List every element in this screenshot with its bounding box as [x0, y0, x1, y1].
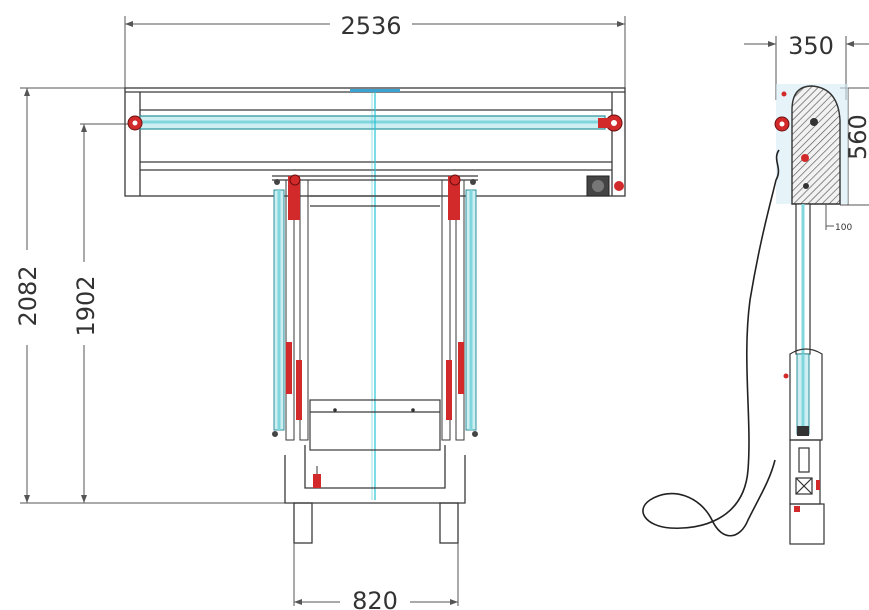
pulley-icon — [598, 114, 623, 132]
dimension-overall-width — [124, 16, 626, 92]
motor-icon — [586, 175, 624, 197]
hook-icon — [313, 466, 321, 488]
dimension-label-side-height: 560 — [844, 114, 869, 160]
bolt-right — [411, 408, 415, 412]
bolt-left — [333, 408, 337, 412]
power-cable — [642, 149, 780, 537]
housing-fitting — [801, 154, 809, 162]
dimension-base-width — [293, 543, 459, 606]
dimension-label-rail-height: 1902 — [72, 275, 100, 336]
lift-base — [284, 445, 466, 544]
dimension-rail-height — [80, 123, 130, 503]
dimension-label-overall-width: 2536 — [340, 12, 401, 40]
pulley-icon — [774, 91, 790, 132]
pulley-icon — [127, 115, 143, 131]
dimension-side-offset — [825, 204, 834, 230]
dimension-overall-height — [20, 87, 290, 504]
side-carriage — [789, 439, 825, 545]
right-rail — [441, 174, 478, 441]
dimension-label-side-offset: 100 — [835, 223, 852, 233]
side-mast — [783, 203, 823, 441]
top-beam-marker — [350, 89, 400, 92]
front-view: 2536 2082 1902 — [14, 12, 626, 610]
left-rail — [272, 174, 309, 441]
housing-bolt — [810, 118, 818, 126]
dimension-label-overall-height: 2082 — [14, 265, 42, 326]
dimension-label-side-depth: 350 — [788, 32, 834, 60]
roller-housing — [791, 85, 841, 205]
dimension-label-base-width: 820 — [352, 587, 398, 610]
side-view: 350 560 100 — [642, 32, 869, 545]
